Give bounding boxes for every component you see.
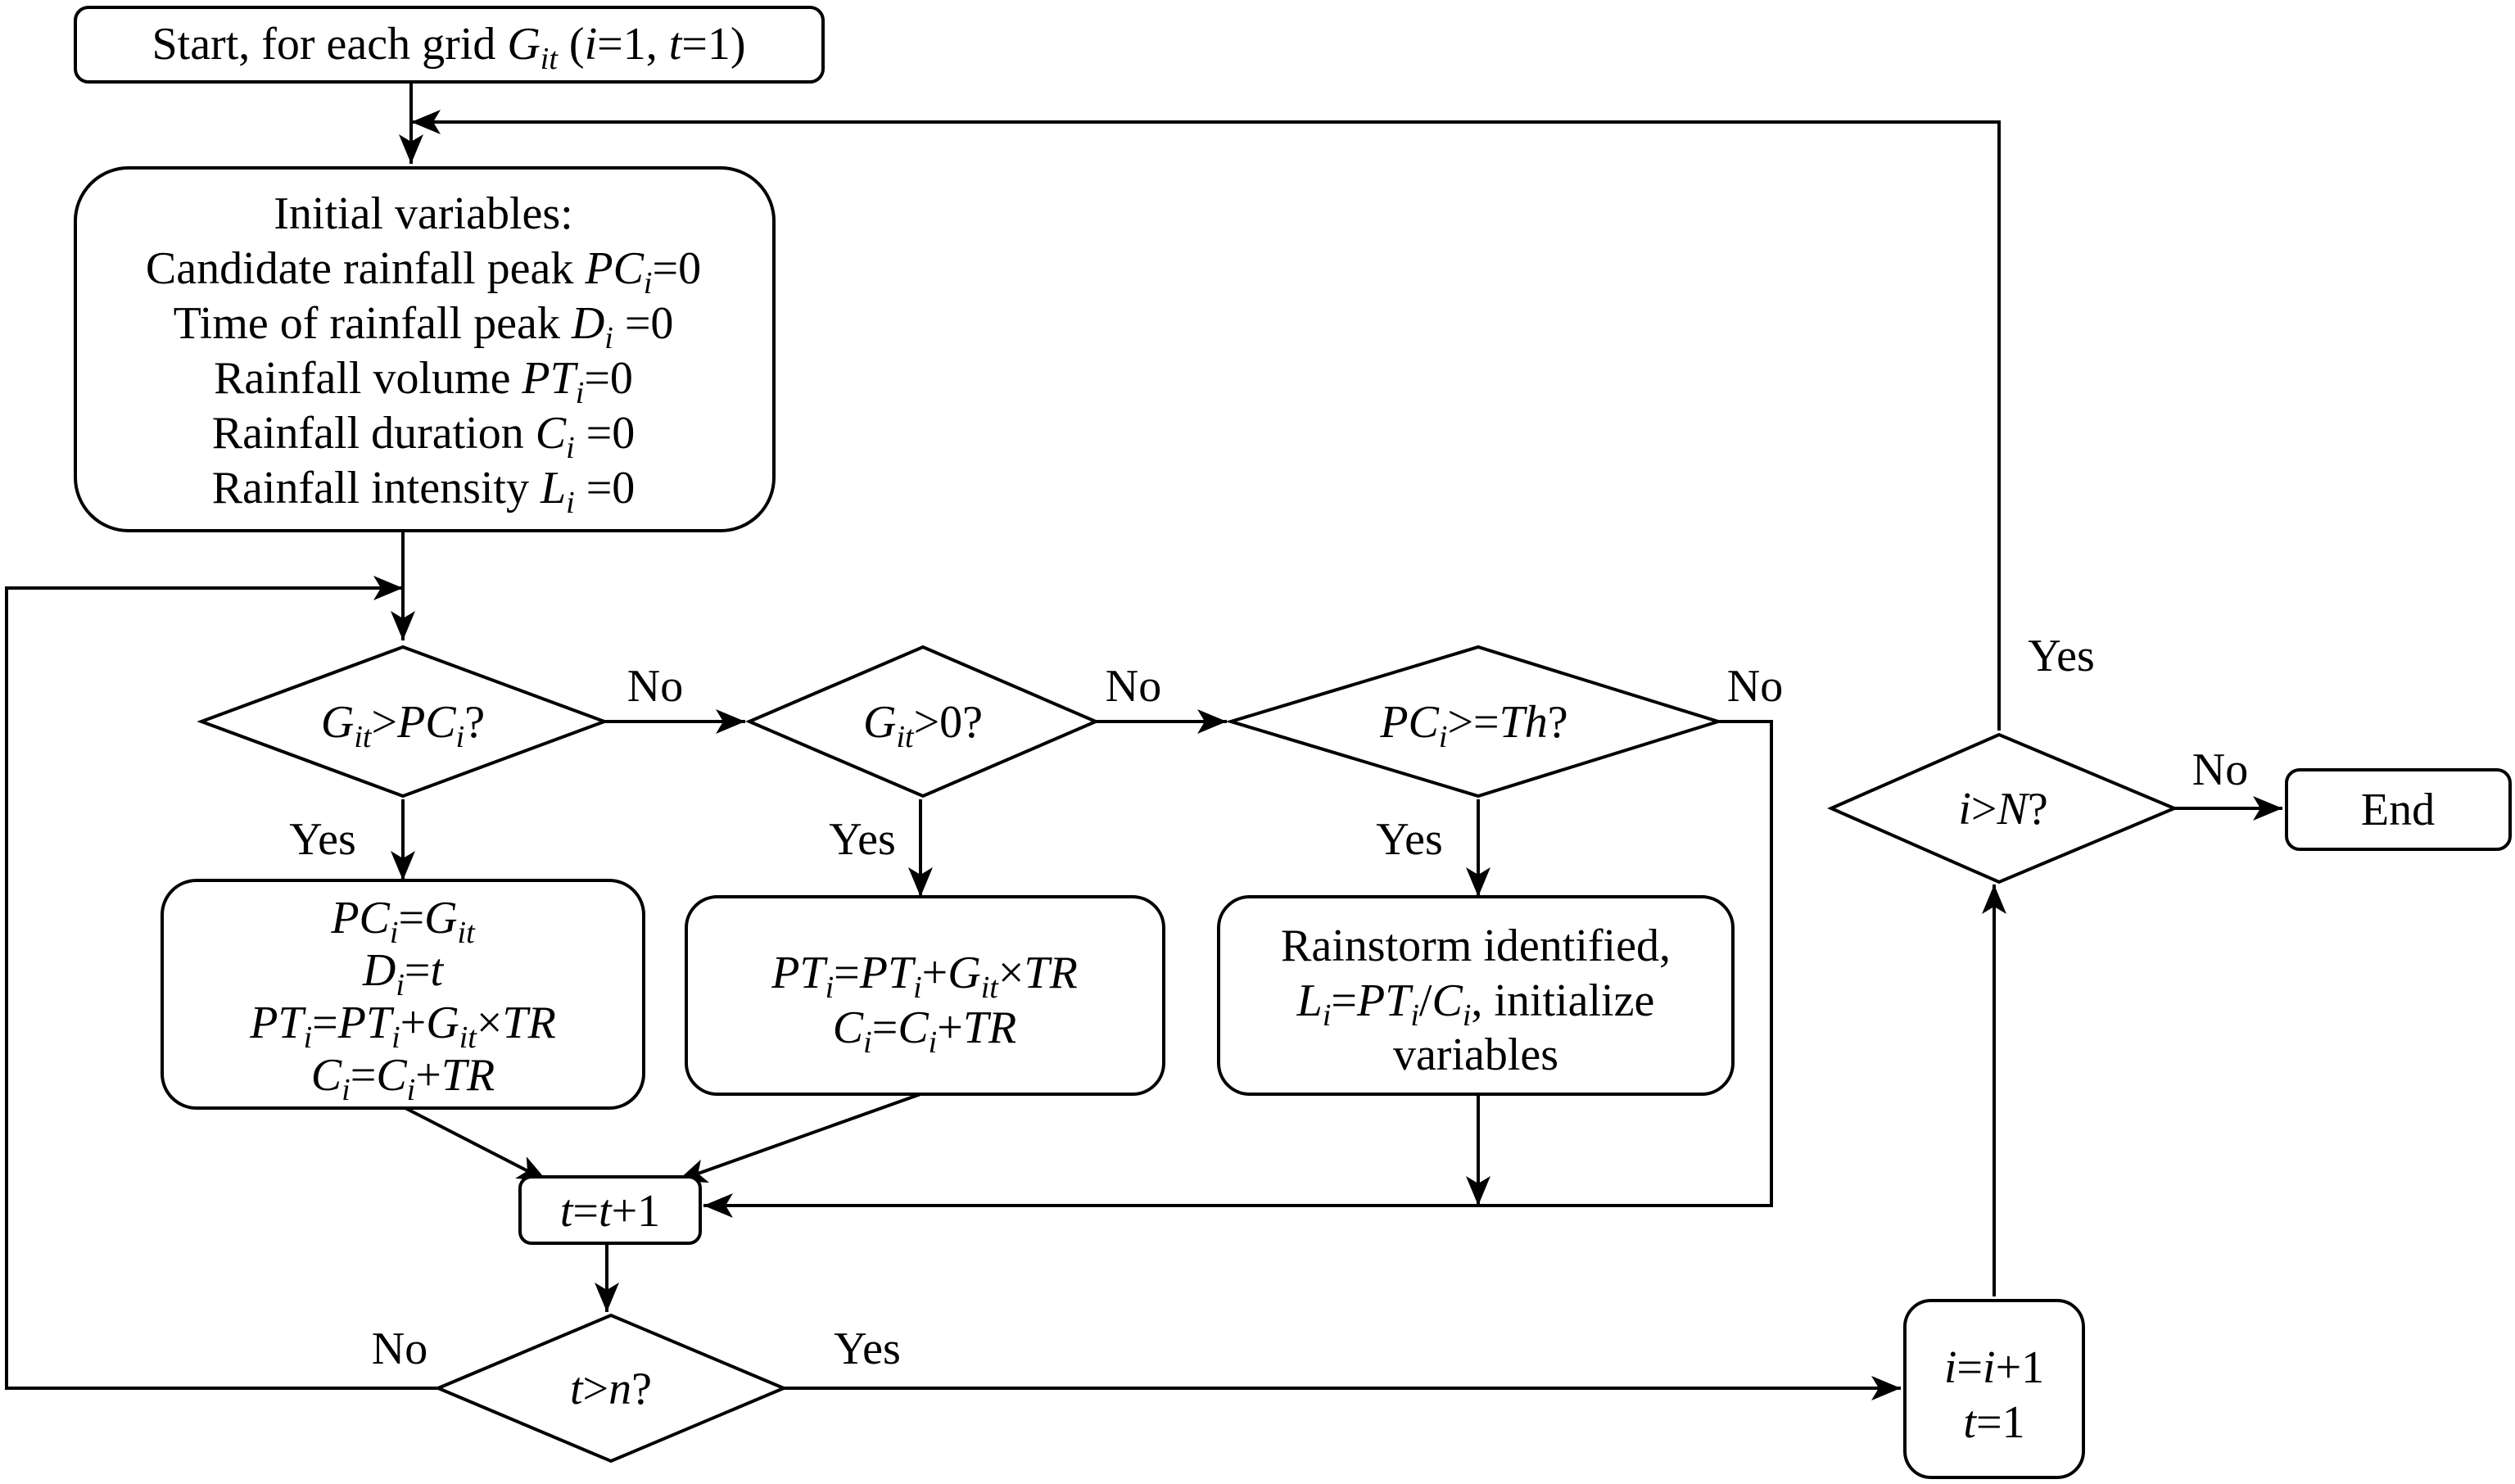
- decision-diamond: [744, 645, 1101, 799]
- process-line-1: Rainstorm identified,: [1281, 921, 1671, 971]
- increment-t-text: t=t+1: [560, 1186, 660, 1237]
- start-node: Start, for each grid Git (i=1, t=1): [74, 6, 825, 84]
- decision-t-gt-n: t>n?: [433, 1313, 789, 1464]
- increment-t-node: t=t+1: [518, 1175, 702, 1245]
- decision-diamond: [197, 645, 609, 799]
- init-line-volume: Rainfall volume PTi=0: [214, 353, 633, 410]
- arrow-d5-yes-loop: [411, 110, 2001, 731]
- process-volume-update: PTi=PTi+Git×TR Ci=Ci+TR: [685, 895, 1165, 1096]
- init-line-intensity: Rainfall intensity Li =0: [212, 463, 636, 520]
- label-d3-yes: Yes: [1376, 814, 1442, 865]
- process-line-3: variables: [1393, 1029, 1558, 1080]
- increment-t-box: [518, 1175, 702, 1245]
- process-box: [161, 879, 645, 1110]
- arrow-b1-to-inc-t: [405, 1106, 548, 1183]
- process-box: [685, 895, 1165, 1096]
- process-rainstorm-identified: Rainstorm identified, Li=PTi/Ci, initial…: [1217, 895, 1735, 1096]
- arrow-d3-no-to-inc-t: [703, 720, 1773, 1218]
- increment-i-box: [1903, 1299, 2085, 1479]
- decision-pc-ge-th: PCi>=Th?: [1225, 645, 1724, 799]
- arrow-d4-no-loop: [5, 576, 438, 1390]
- start-box: [74, 6, 825, 84]
- decision-g-gt-pc: Git>PCi?: [197, 645, 609, 799]
- process-line-2: Di=t: [362, 945, 445, 1002]
- end-node: End: [2285, 768, 2512, 851]
- init-box: [74, 166, 776, 532]
- end-text: End: [2361, 785, 2435, 835]
- process-line-1: PTi=PTi+Git×TR: [771, 948, 1078, 1005]
- start-text: Start, for each grid Git (i=1, t=1): [152, 19, 745, 76]
- decision-diamond: [1225, 645, 1724, 799]
- init-line-time: Time of rainfall peak Di =0: [174, 298, 674, 355]
- init-title: Initial variables:: [274, 188, 572, 239]
- increment-i-line-2: t=1: [1963, 1397, 2024, 1448]
- label-d1-yes: Yes: [289, 814, 355, 865]
- process-line-1: PCi=Git: [330, 893, 476, 950]
- connectors: [5, 82, 2282, 1400]
- process-line-3: PTi=PTi+Git×TR: [249, 998, 556, 1055]
- decision-diamond: [1827, 732, 2179, 885]
- increment-i-line-1: i=i+1: [1944, 1342, 2044, 1393]
- process-box: [1217, 895, 1735, 1096]
- decision-text: Git>PCi?: [321, 697, 485, 754]
- label-d5-no: No: [2192, 744, 2248, 795]
- init-variables-node: Initial variables: Candidate rainfall pe…: [74, 166, 776, 532]
- label-d2-no: No: [1106, 661, 1161, 712]
- process-line-2: Li=PTi/Ci, initialize: [1296, 975, 1655, 1033]
- decision-text: i>N?: [1958, 784, 2047, 835]
- process-peak-update: PCi=Git Di=t PTi=PTi+Git×TR Ci=Ci+TR: [161, 879, 645, 1110]
- label-d5-yes: Yes: [2028, 631, 2094, 681]
- label-d2-yes: Yes: [829, 814, 895, 865]
- decision-i-gt-N: i>N?: [1827, 732, 2179, 885]
- decision-text: PCi>=Th?: [1379, 697, 1567, 754]
- increment-i-node: i=i+1 t=1: [1903, 1299, 2085, 1479]
- process-line-2: Ci=Ci+TR: [833, 1002, 1016, 1060]
- init-line-peak: Candidate rainfall peak PCi=0: [146, 243, 701, 301]
- process-line-4: Ci=Ci+TR: [311, 1050, 495, 1107]
- decision-diamond: [433, 1313, 789, 1464]
- label-d4-yes: Yes: [834, 1323, 900, 1374]
- decision-g-gt-0: Git>0?: [744, 645, 1101, 799]
- decision-text: t>n?: [570, 1364, 652, 1414]
- end-box: [2285, 768, 2512, 851]
- branch-labels: No Yes No Yes No Yes No Yes Yes No: [289, 631, 2248, 1374]
- label-d4-no: No: [372, 1323, 427, 1374]
- decision-text: Git>0?: [863, 697, 983, 754]
- init-line-duration: Rainfall duration Ci =0: [212, 408, 636, 465]
- label-d3-no: No: [1727, 661, 1783, 712]
- label-d1-no: No: [627, 661, 683, 712]
- arrow-b2-to-inc-t: [676, 1093, 921, 1183]
